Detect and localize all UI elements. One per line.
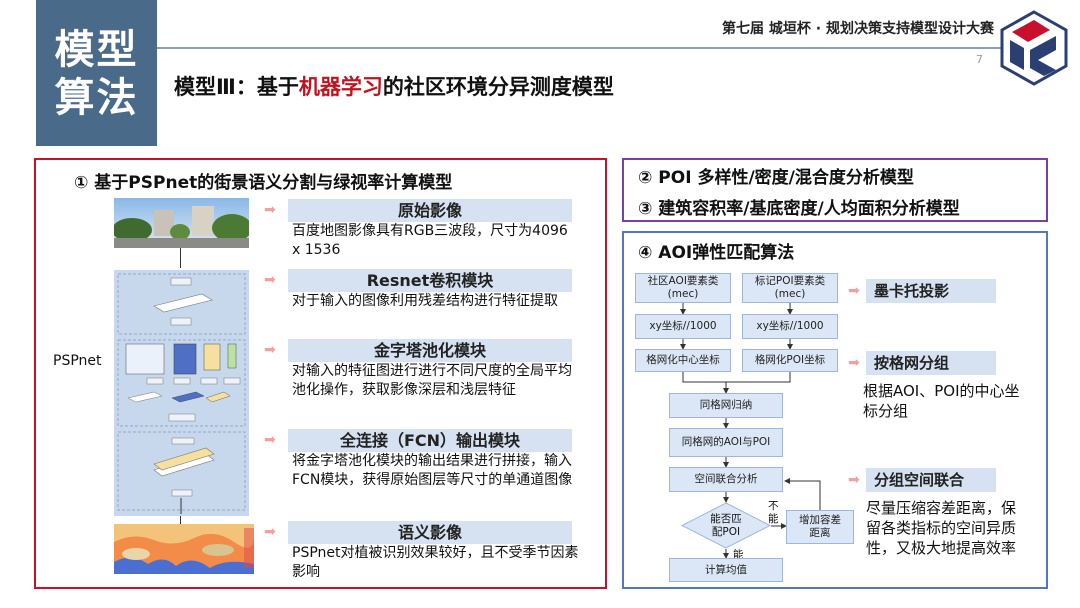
aoi-flow-connectors <box>680 303 821 559</box>
step-desc-semantic: PSPnet对植被识别效果较好，且不受季节因素影响 <box>292 545 579 580</box>
step-heading-original: 原始影像 <box>288 199 572 222</box>
arrow-right-icon: ➡ <box>848 355 860 371</box>
poi-xy-box: xy坐标//1000 <box>742 314 838 339</box>
competition-logo <box>1000 10 1068 86</box>
grid-group-desc: 根据AOI、POI的中心坐标分组 <box>863 382 1020 420</box>
match-decision-label: 能否匹 配POI <box>710 513 742 538</box>
badge-line-2: 算法 <box>54 75 139 121</box>
arrow-right-icon: ➡ <box>264 524 276 540</box>
aoi-xy-box: xy坐标//1000 <box>635 314 731 339</box>
yes-label: 能 <box>733 549 744 561</box>
step-heading-semantic: 语义影像 <box>288 521 572 544</box>
page-title: 模型Ⅲ：基于机器学习的社区环境分异测度模型 <box>174 71 614 101</box>
compute-mean-box: 计算均值 <box>669 558 783 582</box>
pspnet-network-diagram <box>114 270 249 516</box>
aoi-panel <box>622 231 1048 589</box>
poi-input-box: 标记POI要素类 (mec) <box>742 273 838 303</box>
step-desc-original: 百度地图影像具有RGB三波段，尺寸为4096 x 1536 <box>292 223 568 258</box>
title-highlight: 机器学习 <box>298 75 383 99</box>
aoi-input-box: 社区AOI要素类 (mec) <box>635 273 731 303</box>
badge-line-1: 模型 <box>54 27 139 73</box>
building-model-title: ③ 建筑容积率/基底密度/人均面积分析模型 <box>638 199 960 219</box>
flow-connector <box>180 516 181 524</box>
step-desc-fcn: 将金字塔池化模块的输出结果进行拼接，输入FCN模块，获得原始图层等尺寸的单通道图… <box>292 453 573 488</box>
poi-model-title: ② POI 多样性/密度/混合度分析模型 <box>638 168 914 188</box>
arrow-right-icon: ➡ <box>848 472 860 488</box>
title-suffix: 的社区环境分异测度模型 <box>382 75 614 99</box>
poi-building-panel <box>622 158 1048 222</box>
arrow-right-icon: ➡ <box>264 342 276 358</box>
pspnet-panel <box>34 158 607 589</box>
aoi-grid-box: 格网化中心坐标 <box>635 349 731 372</box>
step-heading-pyramid: 金字塔池化模块 <box>288 339 572 362</box>
mercator-heading: 墨卡托投影 <box>866 279 996 303</box>
spatial-group-heading: 分组空间联合 <box>866 468 996 492</box>
event-name: 第七届 城垣杯 · 规划决策支持模型设计大赛 <box>722 21 994 37</box>
no-label: 不 能 <box>768 500 779 525</box>
street-view-image <box>114 198 249 248</box>
spatial-group-desc: 尽量压缩容差距离，保留各类指标的空间异质性，又极大地提高效率 <box>866 499 1017 557</box>
arrow-right-icon: ➡ <box>264 272 276 288</box>
pspnet-panel-title: ① 基于PSPnet的街景语义分割与绿视率计算模型 <box>74 173 453 193</box>
page-number: 7 <box>976 53 983 66</box>
step-desc-resnet: 对于输入的图像利用残差结构进行特征提取 <box>292 293 558 309</box>
group-box: 同格网归纳 <box>669 393 783 418</box>
flow-connector <box>180 248 181 268</box>
increase-tolerance-box: 增加容差 距离 <box>786 510 854 544</box>
section-badge: 模型 算法 <box>36 0 157 146</box>
pspnet-label: PSPnet <box>53 353 102 369</box>
title-prefix: 模型Ⅲ：基于 <box>174 75 299 99</box>
same-grid-box: 同格网的AOI与POI <box>669 428 783 457</box>
arrow-right-icon: ➡ <box>264 432 276 448</box>
arrow-right-icon: ➡ <box>264 202 276 218</box>
aoi-panel-title: ④ AOI弹性匹配算法 <box>638 243 795 263</box>
grid-group-heading: 按格网分组 <box>866 351 996 375</box>
step-heading-resnet: Resnet卷积模块 <box>288 269 572 292</box>
header-divider <box>157 47 1035 49</box>
match-decision-diamond <box>681 502 771 549</box>
spatial-join-box: 空间联合分析 <box>669 467 783 492</box>
arrow-right-icon: ➡ <box>848 283 860 299</box>
semantic-segmentation-image <box>114 524 254 574</box>
poi-grid-box: 格网化POI坐标 <box>742 349 838 372</box>
step-desc-pyramid: 对输入的特征图进行进行不同尺度的全局平均池化操作，获取影像深层和浅层特征 <box>292 363 572 398</box>
step-heading-fcn: 全连接（FCN）输出模块 <box>288 429 572 452</box>
